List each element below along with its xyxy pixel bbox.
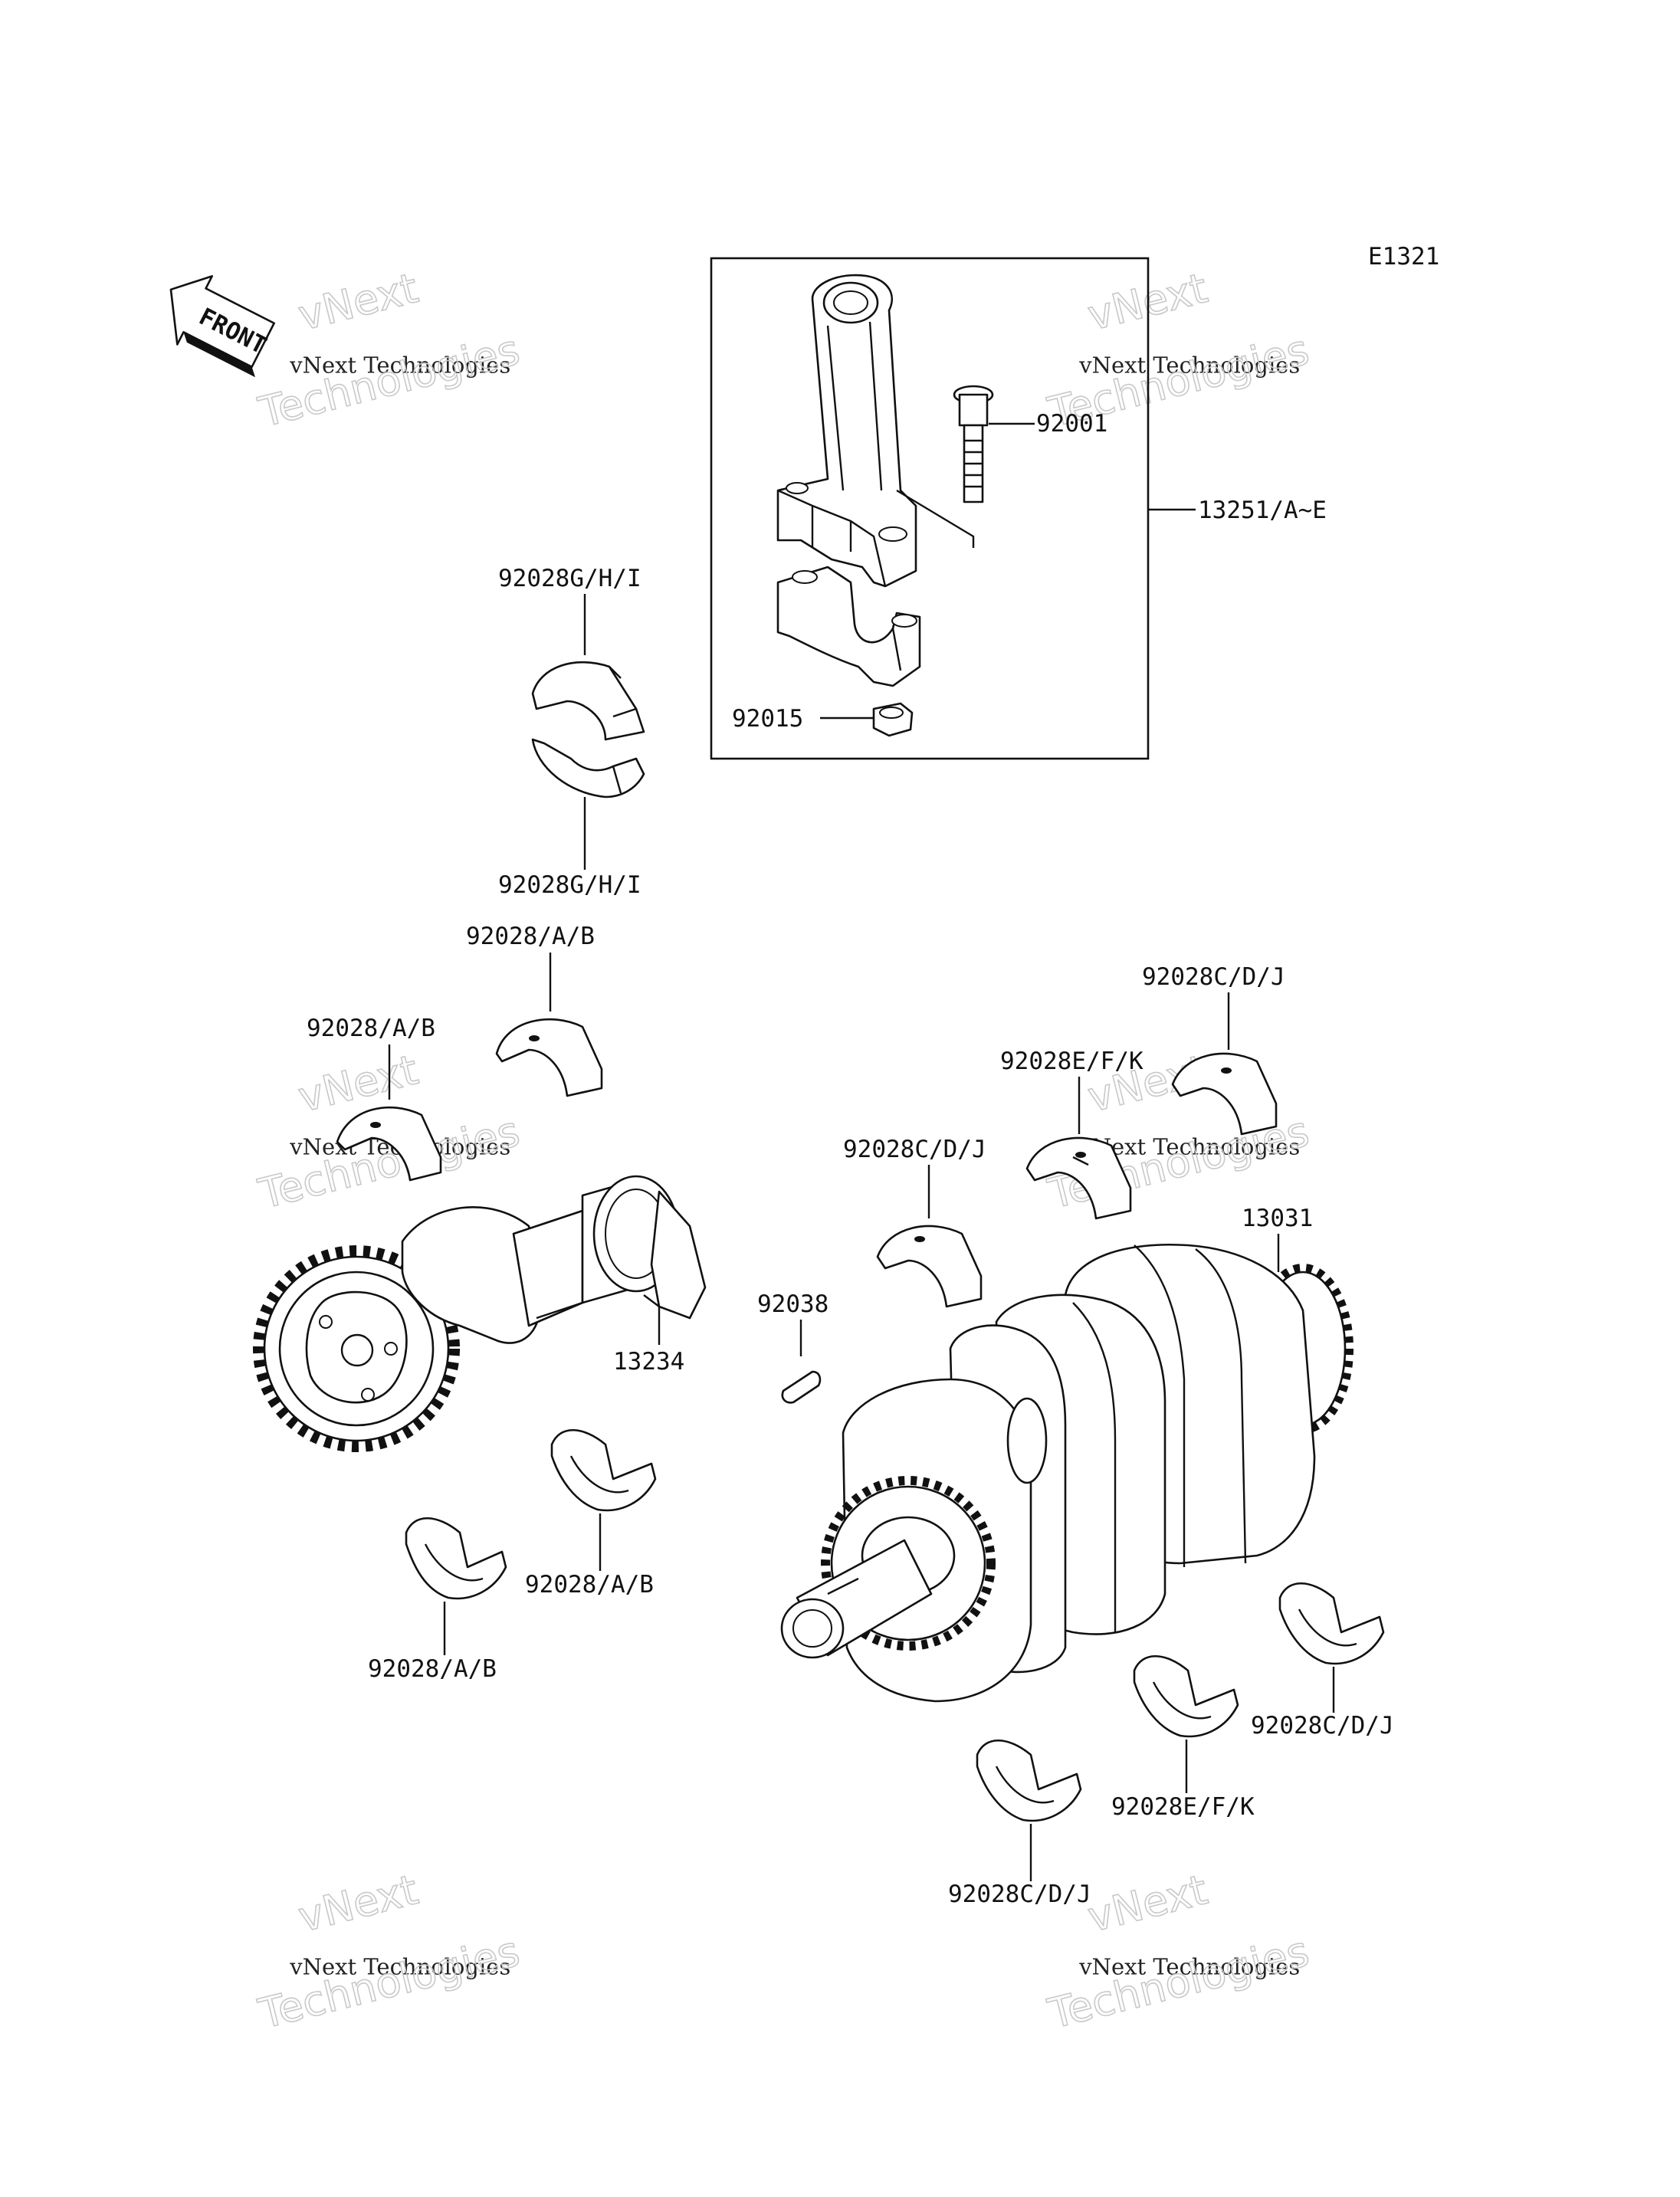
balancer-bearing-lower-left: [405, 1517, 507, 1600]
svg-text:vNext Technologies: vNext Technologies: [1078, 353, 1300, 379]
label-conrod-bearing-upper: 92028G/H/I: [498, 565, 641, 592]
watermark-bl: vNext vNext Technologies Technologies: [253, 1864, 524, 2038]
conrod-bearing-lower: [531, 738, 645, 798]
label-key: 92038: [757, 1290, 829, 1318]
conrod-bearing-upper: [531, 661, 645, 741]
label-crank-bearing-bottom: 92028C/D/J: [948, 1881, 1091, 1908]
front-arrow-icon: FRONT: [169, 275, 275, 378]
watermark-tl: vNext vNext Technologies Technologies: [253, 263, 524, 437]
svg-text:vNext: vNext: [294, 1865, 422, 1941]
crankshaft: [780, 1244, 1354, 1703]
balancer-bearing-left: [336, 1106, 442, 1182]
connecting-rod: [776, 274, 917, 588]
crank-bearing-lower-right: [1278, 1582, 1385, 1665]
woodruff-key: [781, 1370, 822, 1404]
conrod-assembly-box: [710, 257, 1150, 760]
balancer-bearing-lower-right: [550, 1428, 657, 1512]
svg-text:vNext Technologies: vNext Technologies: [1078, 1954, 1300, 1980]
label-crank-bearing-lower-mid: 92028E/F/K: [1111, 1793, 1255, 1821]
conrod-nut: [872, 702, 914, 737]
crank-bearing-mid: [1025, 1136, 1132, 1220]
conrod-bolt: [953, 385, 994, 503]
label-conrod-nut: 92015: [732, 705, 803, 733]
svg-text:Technologies: Technologies: [254, 326, 524, 437]
label-conrod-bolt: 92001: [1036, 410, 1107, 438]
conrod-cap: [776, 566, 921, 687]
svg-text:vNext: vNext: [294, 264, 422, 339]
crank-bearing-lower-mid: [1133, 1654, 1239, 1738]
label-balancer-bearing-lower-left: 92028/A/B: [368, 1655, 497, 1683]
svg-text:vNext Technologies: vNext Technologies: [289, 353, 510, 379]
label-crank-bearing-mid: 92028E/F/K: [1000, 1048, 1144, 1075]
svg-text:Technologies: Technologies: [1043, 1927, 1314, 2038]
crank-bearing-top-right: [1171, 1052, 1278, 1136]
crank-bearing-left: [876, 1225, 983, 1308]
svg-text:vNext Technologies: vNext Technologies: [289, 1954, 510, 1980]
diagram-code: E1321: [1368, 243, 1439, 271]
label-crank-bearing-left: 92028C/D/J: [843, 1136, 986, 1163]
svg-text:Technologies: Technologies: [254, 1927, 524, 2038]
watermark-br: vNext vNext Technologies Technologies: [1042, 1864, 1314, 2038]
label-crank-bearing-top-right: 92028C/D/J: [1142, 963, 1285, 991]
label-balancer-shaft: 13234: [613, 1348, 684, 1376]
crank-bearing-bottom: [976, 1739, 1082, 1822]
label-crank-bearing-lower-right: 92028C/D/J: [1251, 1712, 1394, 1740]
label-balancer-bearing-top: 92028/A/B: [466, 923, 595, 950]
label-balancer-bearing-lower-right: 92028/A/B: [525, 1571, 654, 1599]
balancer-bearing-top: [495, 1018, 603, 1097]
balancer-shaft: [253, 1175, 707, 1452]
svg-text:vNext: vNext: [1083, 1865, 1212, 1941]
label-conrod-assembly: 13251/A~E: [1198, 497, 1327, 524]
label-balancer-bearing-left: 92028/A/B: [307, 1015, 435, 1042]
label-conrod-bearing-lower: 92028G/H/I: [498, 871, 641, 899]
label-crankshaft: 13031: [1242, 1205, 1313, 1232]
